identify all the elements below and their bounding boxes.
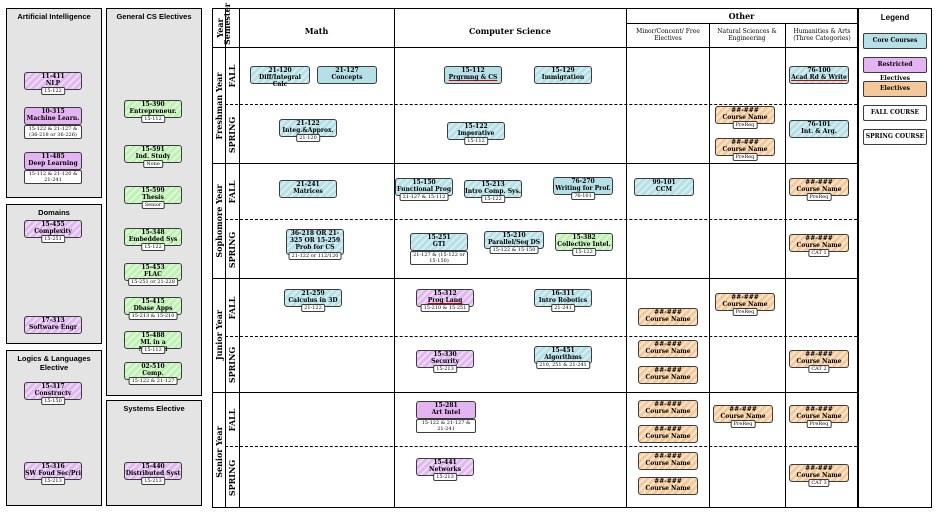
course-hum-1[interactable]: ##-###Course Name PreReq (789, 178, 849, 201)
legend-core-courses: Core Courses (863, 33, 927, 49)
systems-panel: Systems Elective (106, 400, 202, 506)
course-minor-5[interactable]: ##-###Course Name (638, 425, 698, 443)
legend-electives: Electives (863, 81, 927, 97)
legend-title: Legend (880, 13, 910, 22)
semester-label: FALL (227, 296, 237, 320)
natsci-header: Natural Sciences & Engineering (717, 28, 777, 42)
legend-restricted-electives: Restricted Electives (863, 57, 927, 82)
year-label-junior: Junior Year (214, 309, 224, 361)
ai-panel-title: Artificial Intelligence (17, 12, 91, 21)
course-natsci-1[interactable]: ##-###Course Name PreReq (715, 106, 775, 129)
hum-header: Humanities & Arts (Three Categories) (793, 28, 851, 42)
minor-header: Minor/Concent/ Free Electives (636, 28, 700, 42)
course-hum-4[interactable]: ##-###Course Name PreReq (789, 405, 849, 428)
course-minor-1[interactable]: ##-###Course Name (638, 308, 698, 326)
gen-panel-title: General CS Electives (116, 12, 192, 21)
year-label-sophomore: Sophomore Year (214, 184, 224, 258)
logics-panel-title: Logics & Languages Elective (17, 354, 91, 372)
course-grid: Year Semester Math Computer Science Othe… (212, 3, 858, 508)
semester-label: SPRING (227, 459, 237, 497)
math-header: Math (304, 26, 329, 36)
course-hum-5[interactable]: ##-###Course Name CAT 3 (789, 464, 849, 487)
semester-header: Semester (222, 3, 232, 45)
year-label-senior: Senior Year (214, 426, 224, 478)
cs-header: Computer Science (469, 26, 551, 36)
other-header: Other (728, 11, 755, 21)
semester-label: FALL (227, 408, 237, 432)
course-natsci-2[interactable]: ##-###Course Name PreReq (715, 138, 775, 161)
semester-label: FALL (227, 180, 237, 204)
semester-label: FALL (227, 64, 237, 88)
course-minor-4[interactable]: ##-###Course Name (638, 400, 698, 418)
semester-label: SPRING (227, 231, 237, 269)
course-hum-2[interactable]: ##-###Course Name CAT 1 (789, 234, 849, 257)
course-minor-7[interactable]: ##-###Course Name (638, 477, 698, 495)
semester-label: SPRING (227, 116, 237, 154)
legend-spring-course: SPRING COURSE (863, 129, 927, 145)
legend-fall-course: FALL COURSE (863, 105, 927, 121)
semester-label: SPRING (227, 346, 237, 384)
course-minor-3[interactable]: ##-###Course Name (638, 366, 698, 384)
course-natsci-3[interactable]: ##-###Course Name PreReq (715, 293, 775, 316)
course-natsci-4[interactable]: ##-###Course Name PreReq (713, 405, 773, 428)
course-minor-6[interactable]: ##-###Course Name (638, 452, 698, 470)
course-minor-2[interactable]: ##-###Course Name (638, 340, 698, 358)
course-hum-3[interactable]: ##-###Course Name CAT 2 (789, 350, 849, 373)
domains-panel-title: Domains (38, 208, 70, 217)
year-label-freshman: Freshman Year (214, 72, 224, 140)
systems-panel-title: Systems Elective (123, 404, 185, 413)
legend: Legend Core Courses Restricted Electives… (858, 8, 932, 508)
